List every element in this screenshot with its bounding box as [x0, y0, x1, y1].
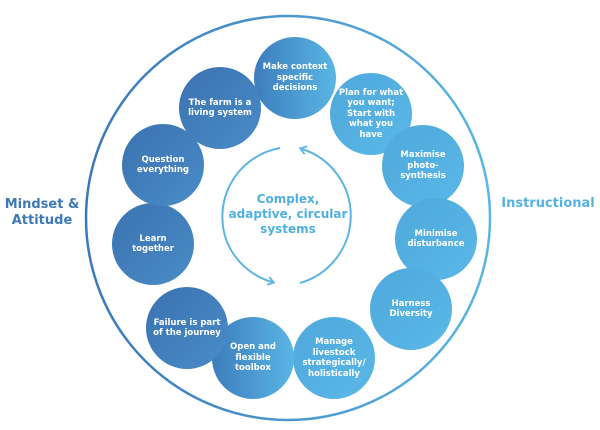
principle-node: The farm is a living system — [179, 67, 261, 149]
cycle-arrow-top — [221, 147, 281, 243]
principle-node: Question everything — [122, 124, 204, 206]
cycle-arrow-right — [298, 145, 352, 284]
principle-node: Plan for what you want; Start with what … — [330, 73, 412, 155]
principle-node: Minimise disturbance — [395, 198, 477, 280]
principle-node: Manage livestock strategically/ holistic… — [293, 317, 375, 399]
cycle-arrow-left — [226, 241, 276, 286]
principle-node: Failure is part of the journey — [146, 287, 228, 369]
principle-node: Make context specific decisions — [254, 37, 336, 119]
principle-node: Maximise photo-synthesis — [382, 125, 464, 207]
center-label: Complex, adaptive, circular systems — [228, 192, 348, 236]
principle-node: Harness Diversity — [370, 268, 452, 350]
mindset-attitude-label: Mindset & Attitude — [4, 197, 80, 228]
principle-node: Learn together — [112, 203, 194, 285]
outer-ring — [84, 14, 492, 422]
instructional-label: Instructional — [501, 196, 595, 211]
